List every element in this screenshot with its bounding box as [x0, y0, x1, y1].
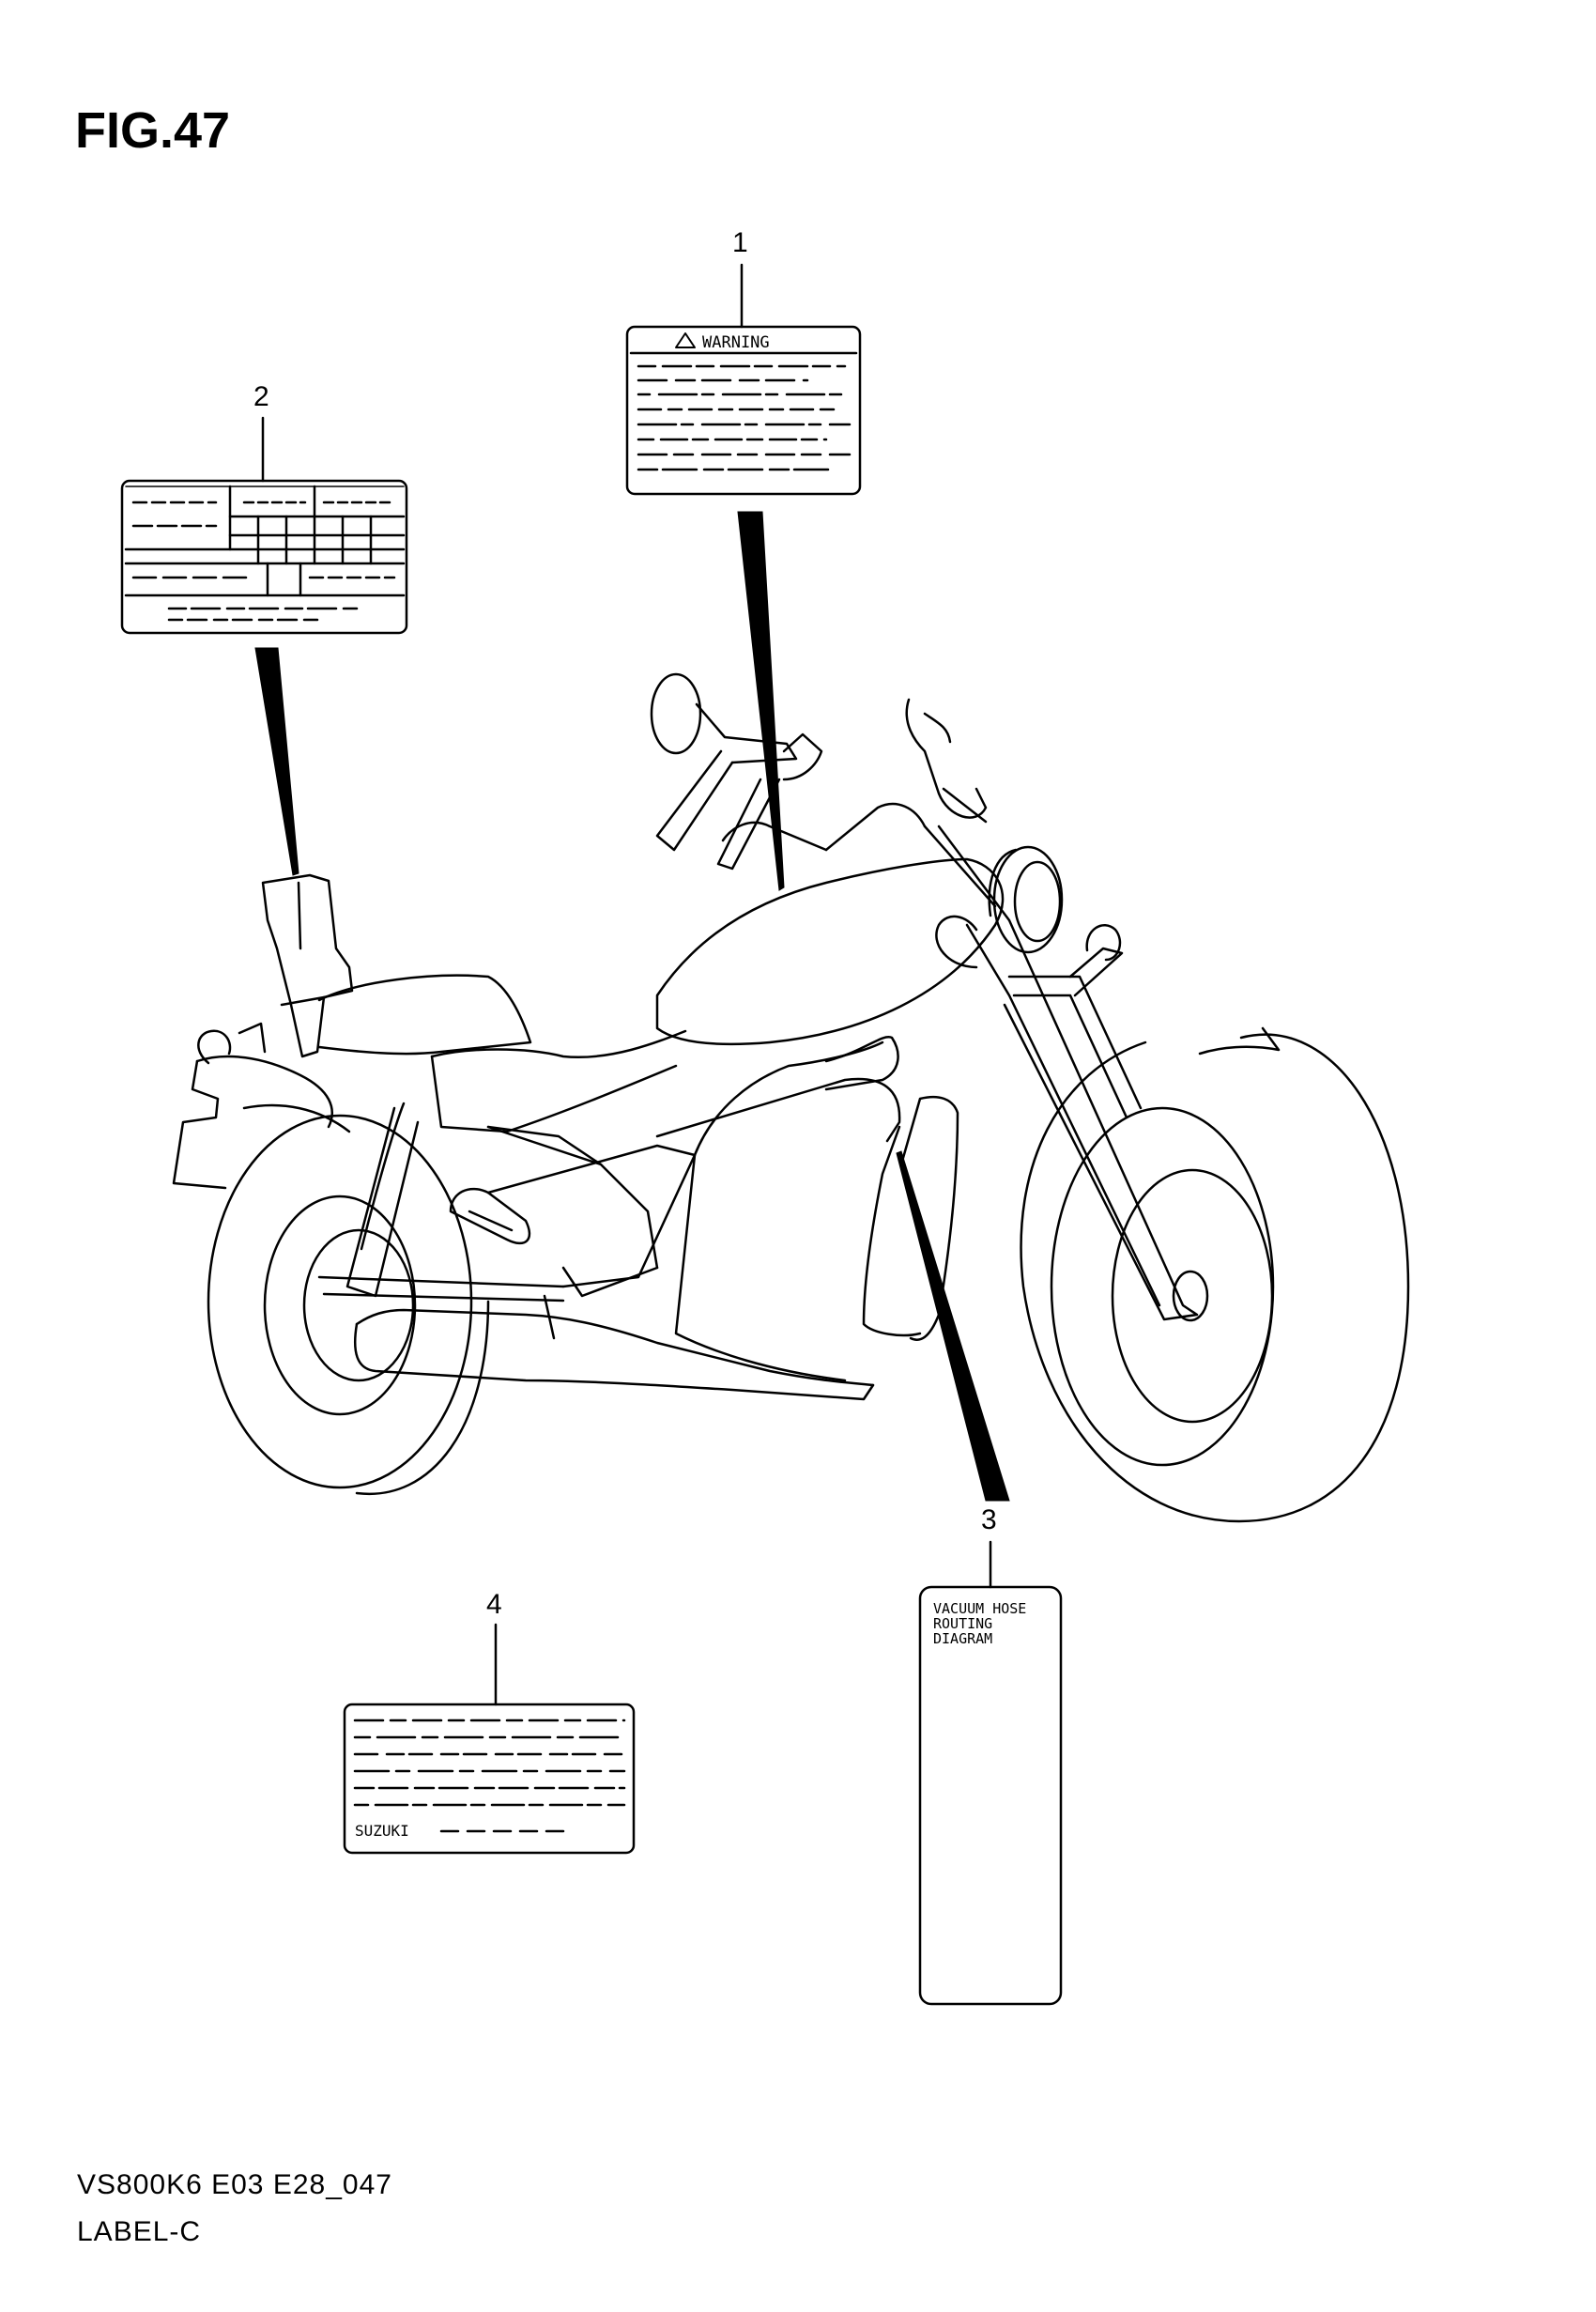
rear-wheel: [207, 1114, 490, 1496]
pointer-wedge-2: [254, 647, 299, 876]
motorcycle-outline: [172, 672, 1410, 1523]
vacuum-hose-label: [918, 1585, 1063, 2006]
front-turn-signal: [935, 915, 1122, 969]
front-fork: [937, 825, 1199, 1321]
maker-label: [343, 1703, 636, 1855]
callout-number-4: 4: [486, 1589, 502, 1620]
sissy-bar: [261, 873, 354, 1058]
exhaust-pipe: [317, 1275, 875, 1401]
diagram-group-name: LABEL-C: [77, 2216, 202, 2247]
information-table-label: [120, 479, 408, 635]
callout-leaders: [261, 263, 992, 1706]
handlebar: [650, 672, 997, 908]
seat: [317, 974, 687, 1133]
pointer-wedge-3: [896, 1150, 1010, 1502]
callout-number-3: 3: [981, 1504, 997, 1535]
vacuum-label-line-1: VACUUM HOSE: [933, 1600, 1026, 1617]
vacuum-label-line-2: ROUTING: [933, 1615, 992, 1632]
callout-number-2: 2: [253, 381, 269, 412]
callout-number-1: 1: [732, 227, 748, 258]
engine: [674, 1040, 959, 1382]
maker-label-brand: SUZUKI: [355, 1822, 409, 1840]
vacuum-label-line-3: DIAGRAM: [933, 1630, 992, 1647]
warning-label-heading: WARNING: [702, 333, 770, 352]
pointer-wedge-1: [737, 511, 785, 891]
rear-fender: [172, 1022, 351, 1190]
fuel-tank: [655, 857, 1005, 1046]
diagram-code: VS800K6 E03 E28_047: [77, 2169, 392, 2200]
front-wheel: [1020, 1026, 1410, 1523]
warning-label: [625, 325, 862, 496]
headlight: [988, 845, 1064, 954]
figure-title: FIG.47: [75, 102, 231, 159]
